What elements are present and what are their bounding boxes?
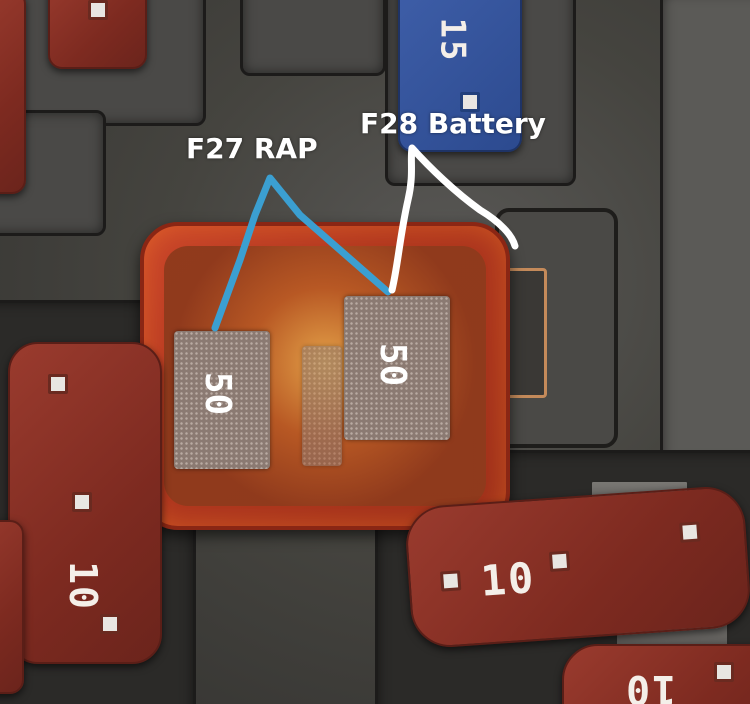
fuse-left-edge [0,0,26,194]
fuse-element-f27: 50 [174,331,270,469]
fuse-window [48,374,68,394]
f27-pointer-line [211,174,392,332]
housing-right-column [660,0,750,466]
fuse-left-edge-lower [0,520,24,694]
fuse-window [72,492,92,512]
fuse-10a-left: 10 [8,342,162,664]
fuse-window [100,614,120,634]
fuse-window [88,0,108,20]
housing-top-center [240,0,386,76]
latch-clip [505,268,547,398]
fuse-window [714,662,734,682]
fuse-10a-bottom-right: 10 [562,644,750,704]
fuse-element-center [302,346,342,466]
label-f28-battery: F28 Battery [360,107,546,140]
fuse-window [460,92,480,112]
fuse-15a-blue: 15 [398,0,522,152]
fuse-element-f28: 50 [344,296,450,440]
fuse-top-left [48,0,147,69]
label-f27-rap: F27 RAP [186,132,318,165]
f28-pointer-line [388,144,519,294]
